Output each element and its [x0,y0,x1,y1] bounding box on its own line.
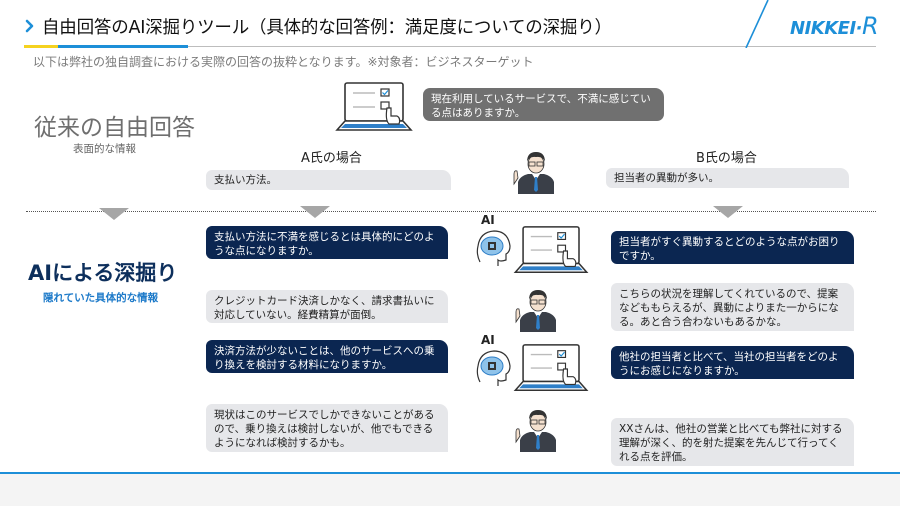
down-arrow-icon [300,206,330,218]
title-accent-yellow [24,45,58,48]
page-subtitle: 以下は弊社の独自調査における実際の回答の抜粋となります。※対象者：ビジネスターゲ… [33,55,534,69]
a-ai-question-1: 支払い方法に不満を感じるとは具体的にどのような点になりますか。 [206,226,448,259]
title-rule [24,46,876,47]
logo-r-text: R [862,12,879,40]
down-arrow-icon [99,208,129,220]
footer-bar [0,474,900,506]
conventional-answer-subheading: 表面的な情報 [73,143,136,155]
ai-deepdive-heading: AIによる深掘り [28,261,178,285]
ai-deepdive-subheading: 隠れていた具体的な情報 [43,292,159,304]
ai-label: AI [481,333,495,347]
b-initial-answer: 担当者の異動が多い。 [606,168,849,188]
b-ai-question-1: 担当者がすぐ異動するとどのような点がお困りですか。 [611,231,854,264]
chevron-right-icon [25,19,34,33]
a-initial-answer: 支払い方法。 [206,170,451,190]
ai-brain-icon [476,230,511,266]
businessman-icon [515,410,556,452]
ai-label: AI [481,213,495,227]
ai-brain-icon [476,350,511,386]
b-reply-2: XXさんは、他社の営業と比べても弊社に対する理解が深く、的を射た提案を先んじて行… [611,418,854,466]
laptop-survey-icon [335,82,413,131]
a-reply-1: クレジットカード決済しかなく、請求書払いに対応していない。経費精算が面倒。 [206,290,448,323]
a-ai-question-2: 決済方法が少ないことは、他のサービスへの乗り換えを検討する材料になりますか。 [206,340,448,373]
b-ai-question-2: 他社の担当者と比べて、当社の担当者をどのようにお感じになりますか。 [611,346,854,379]
a-reply-2: 現状はこのサービスでしかできないことがあるので、乗り換えは検討しないが、他でもで… [206,404,448,452]
businessman-icon [513,152,554,194]
main-survey-question: 現在利用しているサービスで、不満に感じている点はありますか。 [423,88,664,121]
logo-slash-decoration [745,0,769,48]
page-title: 自由回答のAI深掘りツール（具体的な回答例：満足度についての深掘り） [42,18,612,38]
column-header-a: A氏の場合 [301,151,362,166]
section-divider [26,211,876,212]
footer-rule [0,472,900,474]
down-arrow-icon [713,206,743,218]
logo-main-text: NIKKEI· [790,18,863,39]
nikkei-r-logo: NIKKEI·R [790,12,879,40]
column-header-b: B氏の場合 [696,151,757,166]
b-reply-1: こちらの状況を理解してくれているので、提案などももらえるが、異動によりまた一から… [611,283,854,331]
title-accent-blue [58,45,188,48]
businessman-icon [515,290,556,332]
laptop-survey-icon [513,344,589,391]
conventional-answer-heading: 従来の自由回答 [34,115,195,141]
laptop-survey-icon [513,226,589,273]
